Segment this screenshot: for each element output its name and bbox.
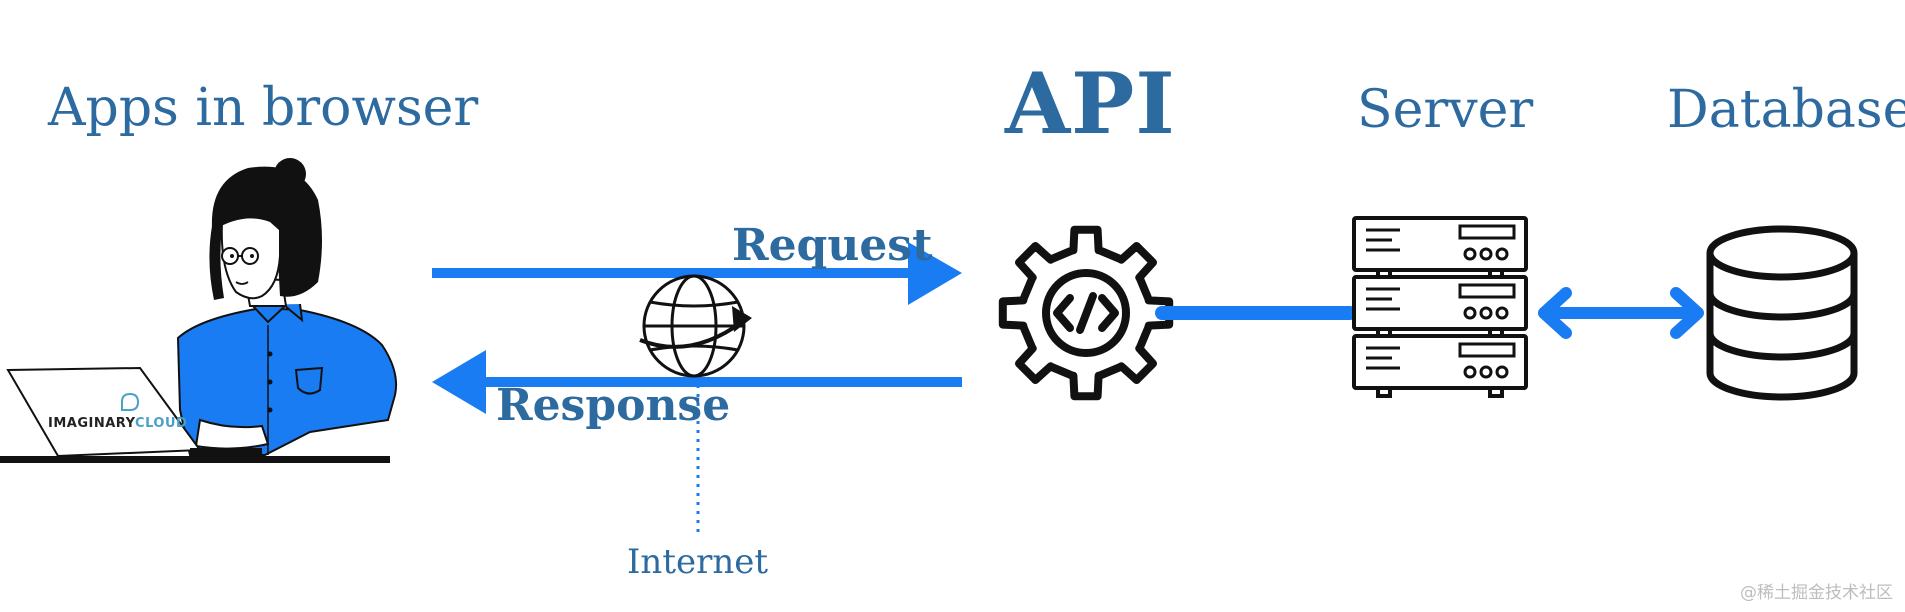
logo-cloud-icon — [121, 392, 140, 411]
request-label: Request — [732, 220, 933, 271]
internet-label: Internet — [627, 542, 769, 582]
database-label: Database — [1667, 80, 1905, 140]
arm — [194, 418, 270, 450]
logo-text-imaginary: IMAGINARY — [48, 416, 136, 431]
server-database-double-arrow — [1538, 287, 1704, 339]
laptop — [6, 366, 202, 458]
shirt — [176, 306, 398, 456]
server-label: Server — [1357, 80, 1534, 140]
shirt-pocket — [294, 366, 324, 395]
hair-bun — [274, 158, 306, 190]
imaginary-cloud-logo: IMAGINARYCLOUD — [48, 417, 187, 430]
api-title: API — [1005, 54, 1176, 153]
api-gear-icon — [998, 225, 1174, 401]
globe-icon — [639, 274, 752, 378]
response-arrow — [432, 350, 962, 414]
user-illustration — [0, 158, 398, 463]
logo-text-cloud: CLOUD — [135, 416, 188, 431]
request-arrow — [432, 242, 962, 305]
watermark: @稀土掘金技术社区 — [1740, 583, 1893, 603]
desk-line — [0, 456, 390, 463]
server-rack-details — [1366, 224, 1516, 379]
apps-in-browser-label: Apps in browser — [48, 78, 479, 138]
database-icon — [1706, 225, 1858, 401]
response-label: Response — [496, 380, 731, 431]
